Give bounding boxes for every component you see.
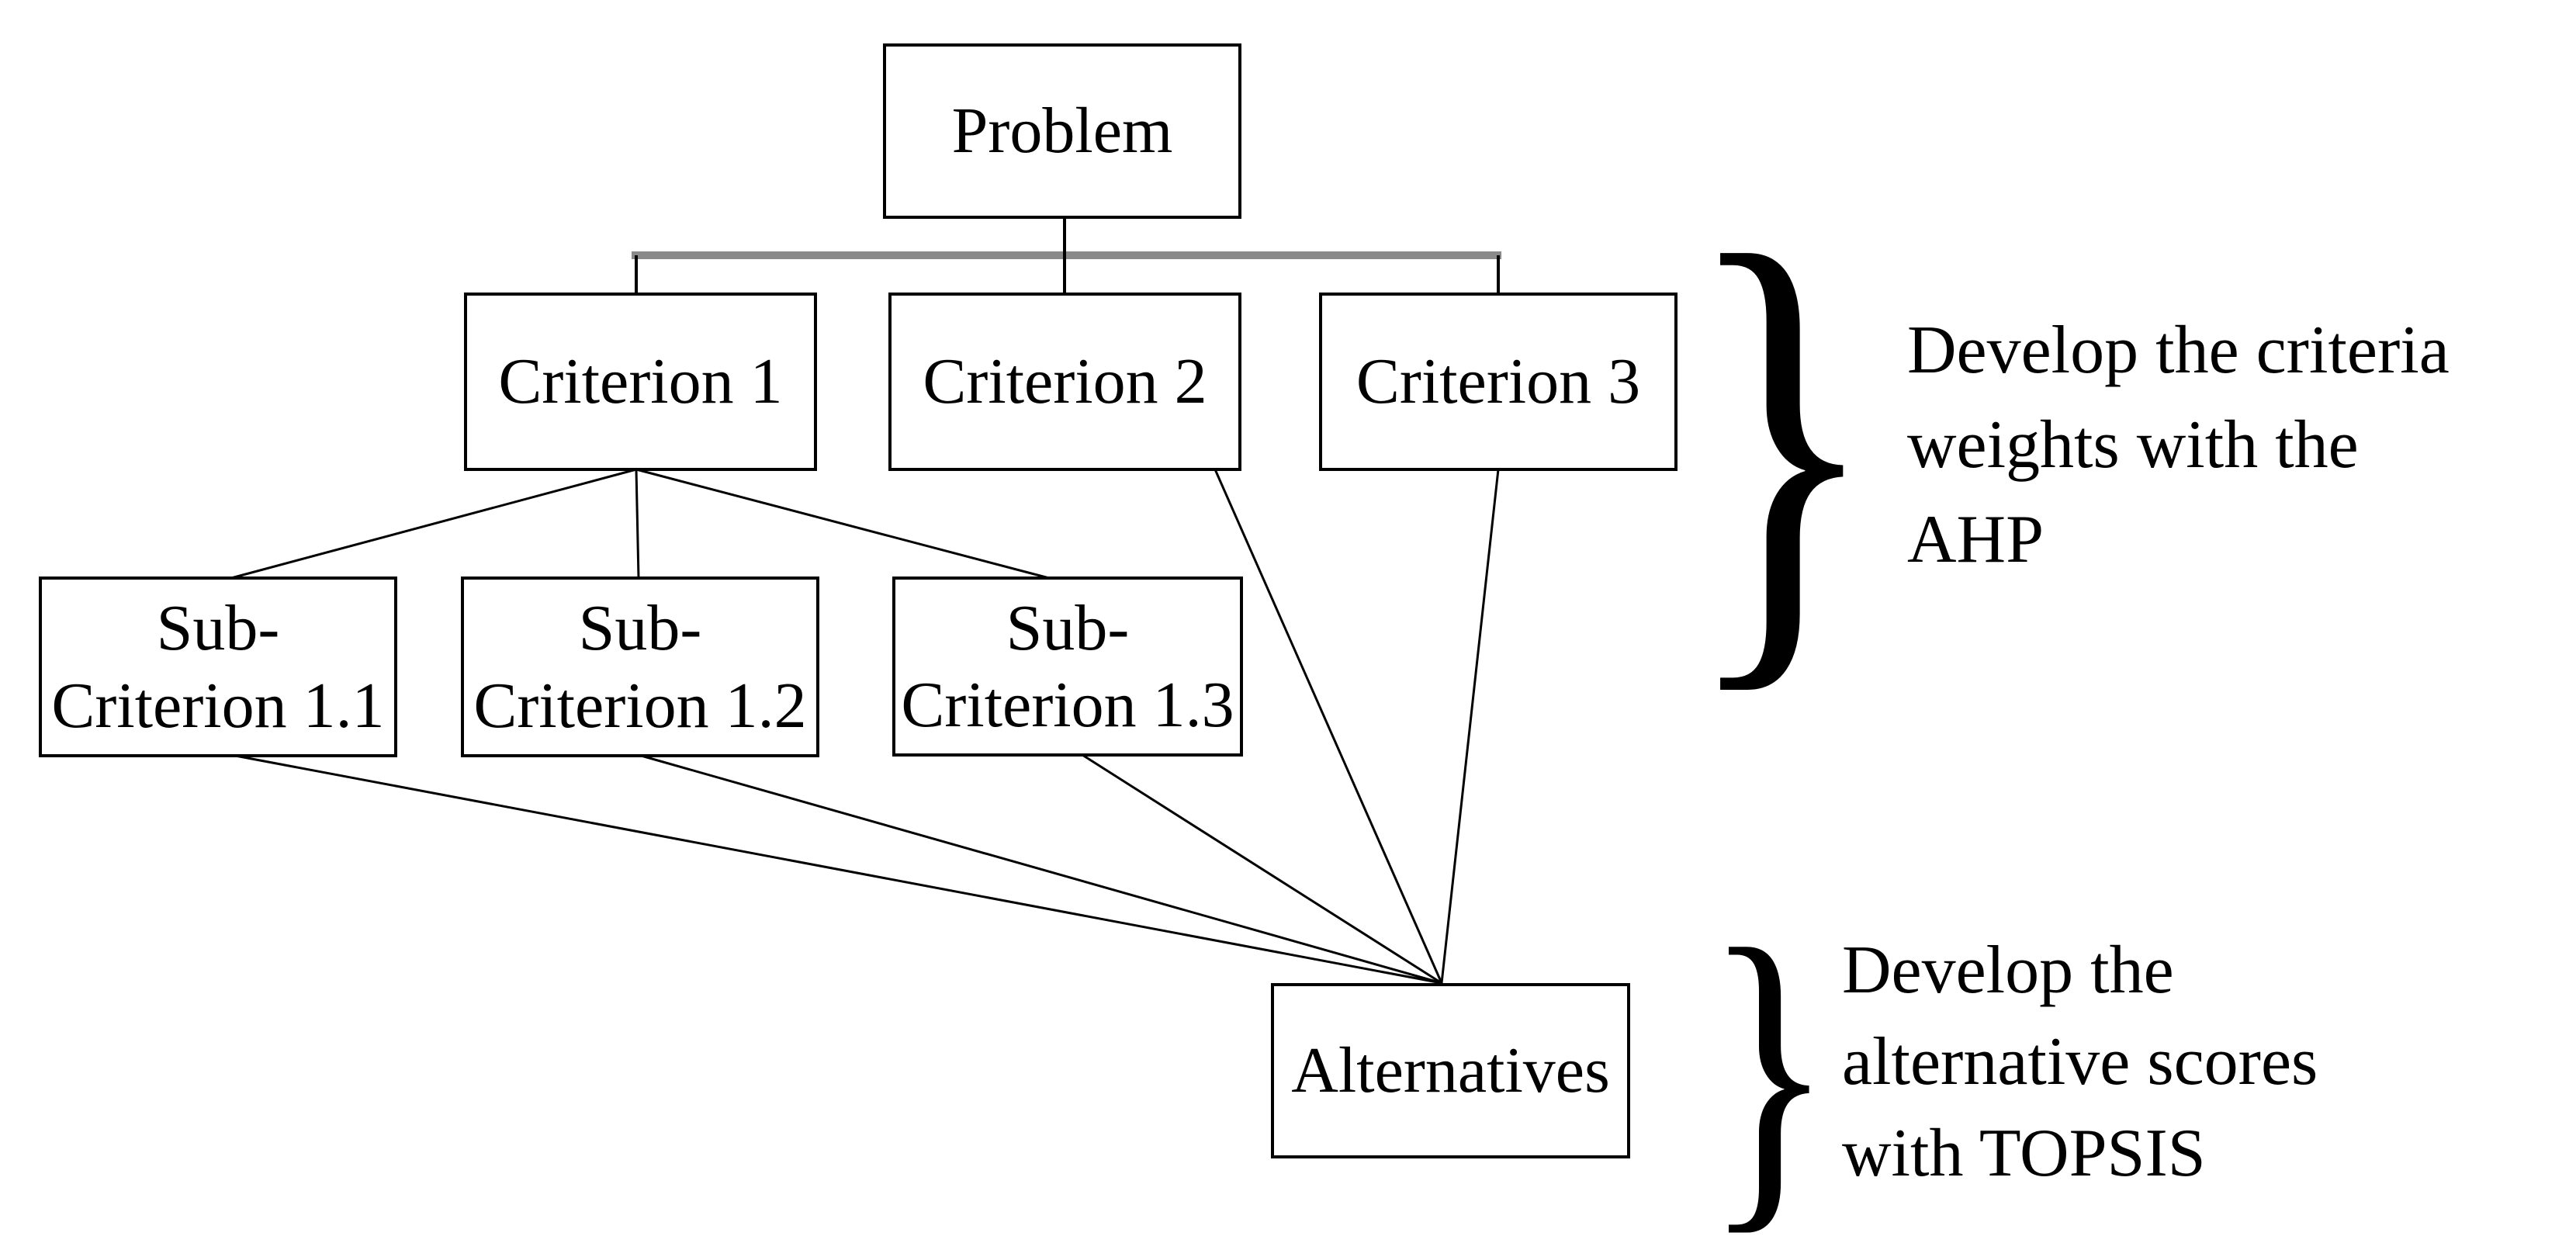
ahp-annotation: Develop the criteria weights with the AH… <box>1907 303 2450 587</box>
ahp-annotation-line-2: weights with the <box>1907 407 2359 483</box>
topsis-brace-icon: } <box>1704 878 1834 1250</box>
edge-criterion1-subcriterion12 <box>635 469 640 579</box>
criterion-1-box: Criterion 1 <box>464 293 817 471</box>
edge-criterion2-alternatives <box>1214 469 1443 984</box>
sub-criterion-1-1-box: Sub- Criterion 1.1 <box>39 577 397 757</box>
edge-criterion1-subcriterion13 <box>635 468 1050 580</box>
edge-subcriterion12-alternatives <box>638 753 1442 985</box>
topsis-annotation: Develop the alternative scores with TOPS… <box>1842 925 2318 1200</box>
ahp-brace-icon: } <box>1682 150 1881 734</box>
sub-criterion-1-3-label-line1: Sub- <box>1006 591 1130 664</box>
topsis-annotation-line-2: alternative scores <box>1842 1024 2318 1099</box>
topsis-annotation-line-1: Develop the <box>1842 933 2174 1008</box>
edge-criterion1-subcriterion11 <box>230 468 637 580</box>
edge-subcriterion11-alternatives <box>230 753 1442 985</box>
criterion-1-label: Criterion 1 <box>498 345 783 418</box>
sub-criterion-1-2-label-line1: Sub- <box>578 592 702 665</box>
alternatives-label: Alternatives <box>1291 1034 1610 1107</box>
edge-criterion3-alternatives <box>1440 469 1500 984</box>
edge-subcriterion13-alternatives <box>1082 753 1442 985</box>
criterion-3-label: Criterion 3 <box>1356 345 1641 418</box>
sub-criterion-1-3-box: Sub- Criterion 1.3 <box>892 577 1243 757</box>
alternatives-box: Alternatives <box>1271 983 1630 1158</box>
criterion-2-label: Criterion 2 <box>923 345 1207 418</box>
sub-criterion-1-1-label-line2: Criterion 1.1 <box>51 669 385 742</box>
sub-criterion-1-2-label-line2: Criterion 1.2 <box>473 669 807 742</box>
ahp-annotation-line-3: AHP <box>1907 502 2045 577</box>
sub-criterion-1-3-label-line2: Criterion 1.3 <box>901 669 1234 741</box>
topsis-annotation-line-3: with TOPSIS <box>1842 1116 2206 1191</box>
problem-label: Problem <box>951 95 1173 168</box>
criterion-2-box: Criterion 2 <box>888 293 1241 471</box>
ahp-annotation-line-1: Develop the criteria <box>1907 313 2450 388</box>
problem-box: Problem <box>883 43 1241 219</box>
sub-criterion-1-2-box: Sub- Criterion 1.2 <box>461 577 819 757</box>
criterion-3-box: Criterion 3 <box>1319 293 1678 471</box>
sub-criterion-1-1-label-line1: Sub- <box>156 592 280 665</box>
